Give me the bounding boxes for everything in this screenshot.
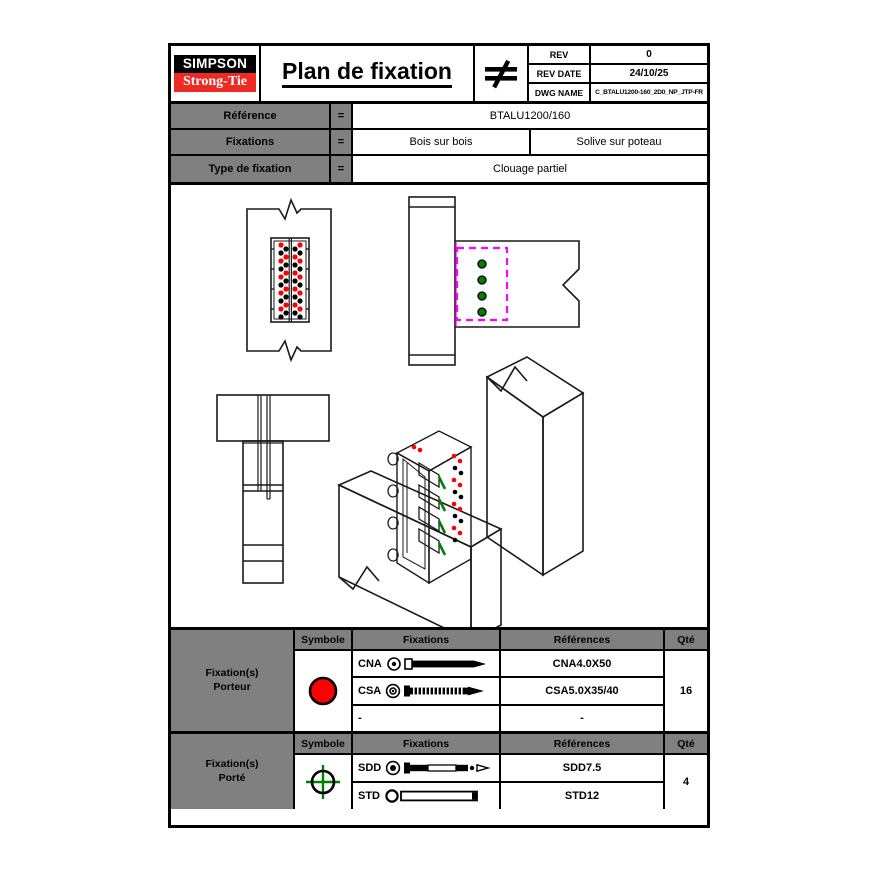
reference-cna: CNA4.0X50 xyxy=(501,651,665,677)
nail-icon xyxy=(387,656,486,671)
fixation-cell-empty: - xyxy=(353,705,501,731)
spec-row-type: Type de fixation = Clouage partiel xyxy=(171,156,707,182)
column-header-fixations-2: Fixations xyxy=(353,734,501,753)
reference-csa: CSA5.0X35/40 xyxy=(501,678,665,704)
column-header-symbole: Symbole xyxy=(295,630,353,649)
column-header-fixations: Fixations xyxy=(353,630,501,649)
top-plan-view xyxy=(216,394,330,584)
fixation-porte-title: Fixation(s) Porté xyxy=(171,734,295,809)
fixation-cell-std: STD xyxy=(353,783,501,809)
spec-label-fixations: Fixations xyxy=(171,130,331,154)
logo-strongtie-text: Strong-Tie xyxy=(174,73,256,92)
spec-value-reference: BTALU1200/160 xyxy=(353,104,707,128)
table-row: CNA CNA4.0X50 xyxy=(353,651,665,679)
fixation-porteur-header-row: Symbole Fixations Références Qté xyxy=(295,630,707,651)
drawing-canvas xyxy=(171,185,707,630)
reference-sdd: SDD7.5 xyxy=(501,755,665,781)
column-header-qte-2: Qté xyxy=(677,737,695,750)
fixation-table-porteur: Fixation(s) Porteur Symbole Fixations Ré… xyxy=(171,630,707,734)
fixation-code-sdd: SDD xyxy=(358,762,382,774)
fixation-code-std: STD xyxy=(358,790,380,802)
sheet-title-text: Plan de fixation xyxy=(282,59,452,88)
qty-porte: 4 xyxy=(665,755,707,809)
fixation-table-porte: Fixation(s) Porté Symbole Fixations Réfé… xyxy=(171,734,707,809)
rev-date-value: 24/10/25 xyxy=(629,68,669,79)
sheet-title: Plan de fixation xyxy=(261,46,475,101)
isometric-3d-view xyxy=(337,356,585,627)
spec-row-reference: Référence = BTALU1200/160 xyxy=(171,104,707,130)
side-section-view xyxy=(408,196,580,366)
column-header-symbole-2: Symbole xyxy=(295,734,353,753)
fixation-porteur-title-line2: Porteur xyxy=(213,680,251,693)
fixation-code-cna: CNA xyxy=(358,657,382,670)
spec-equals-fixations: = xyxy=(331,130,353,154)
drawing-sheet: SIMPSON Strong-Tie Plan de fixation REV … xyxy=(168,43,710,828)
rev-value: 0 xyxy=(646,49,652,60)
dwg-name-label: DWG NAME xyxy=(529,84,591,101)
reference-empty: - xyxy=(501,705,665,731)
logo-simpson-text: SIMPSON xyxy=(174,55,256,73)
screw-icon xyxy=(386,683,485,699)
column-header-references: Références xyxy=(501,630,665,649)
not-equal-symbol-cell xyxy=(475,46,529,101)
qty-porteur: 16 xyxy=(665,651,707,731)
dwg-name-value: C_BTALU1200-160_2D0_NP_JTP-FR xyxy=(595,89,703,96)
spec-equals-reference: = xyxy=(331,104,353,128)
spec-value-fixations-1: Bois sur bois xyxy=(353,130,531,154)
table-row: CSA xyxy=(353,678,665,706)
table-row: - - xyxy=(353,705,665,731)
simpson-strong-tie-logo: SIMPSON Strong-Tie xyxy=(171,46,261,101)
spec-equals-type: = xyxy=(331,156,353,182)
revision-grid: REV 0 REV DATE 24/10/25 DWG NAME C_BTALU… xyxy=(529,46,707,101)
column-header-references-2: Références xyxy=(501,734,665,753)
rev-row: REV 0 xyxy=(529,46,707,65)
table-row: STD STD12 xyxy=(353,783,665,809)
title-block: SIMPSON Strong-Tie Plan de fixation REV … xyxy=(171,46,707,104)
spec-row-fixations: Fixations = Bois sur bois Solive sur pot… xyxy=(171,130,707,156)
fixation-porteur-title: Fixation(s) Porteur xyxy=(171,630,295,731)
front-elevation-view xyxy=(246,197,332,363)
fixation-porteur-title-line1: Fixation(s) xyxy=(205,667,259,680)
fixation-code-csa: CSA xyxy=(358,684,382,697)
rod-icon xyxy=(385,789,478,803)
green-crosshair-circle-icon xyxy=(306,765,340,799)
column-header-qte: Qté xyxy=(677,633,695,646)
highlight-box xyxy=(455,246,509,322)
dowel-screw-icon xyxy=(386,760,491,776)
spec-value-type: Clouage partiel xyxy=(353,156,707,182)
fixation-cell-sdd: SDD xyxy=(353,755,501,781)
spec-value-fixations-2: Solive sur poteau xyxy=(531,130,707,154)
not-equal-icon xyxy=(485,59,517,88)
symbol-cell-porte xyxy=(295,755,353,809)
fixation-porte-header-row: Symbole Fixations Références Qté xyxy=(295,734,707,755)
dwg-name-row: DWG NAME C_BTALU1200-160_2D0_NP_JTP-FR xyxy=(529,84,707,101)
rev-date-row: REV DATE 24/10/25 xyxy=(529,65,707,84)
fixation-cell-cna: CNA xyxy=(353,651,501,677)
spec-label-type: Type de fixation xyxy=(171,156,331,182)
fixation-cell-csa: CSA xyxy=(353,678,501,704)
fixation-porte-title-line2: Porté xyxy=(218,771,246,784)
rev-label: REV xyxy=(529,46,591,63)
spec-label-reference: Référence xyxy=(171,104,331,128)
symbol-cell-porteur xyxy=(295,651,353,731)
specification-table: Référence = BTALU1200/160 Fixations = Bo… xyxy=(171,104,707,185)
reference-std: STD12 xyxy=(501,783,665,809)
rev-date-label: REV DATE xyxy=(529,65,591,82)
technical-drawing xyxy=(216,196,585,627)
green-fasteners xyxy=(477,259,487,317)
fixation-code-empty: - xyxy=(358,712,362,725)
red-filled-circle-icon xyxy=(308,676,338,706)
table-row: SDD SDD7. xyxy=(353,755,665,783)
fixation-porte-title-line1: Fixation(s) xyxy=(205,758,259,771)
